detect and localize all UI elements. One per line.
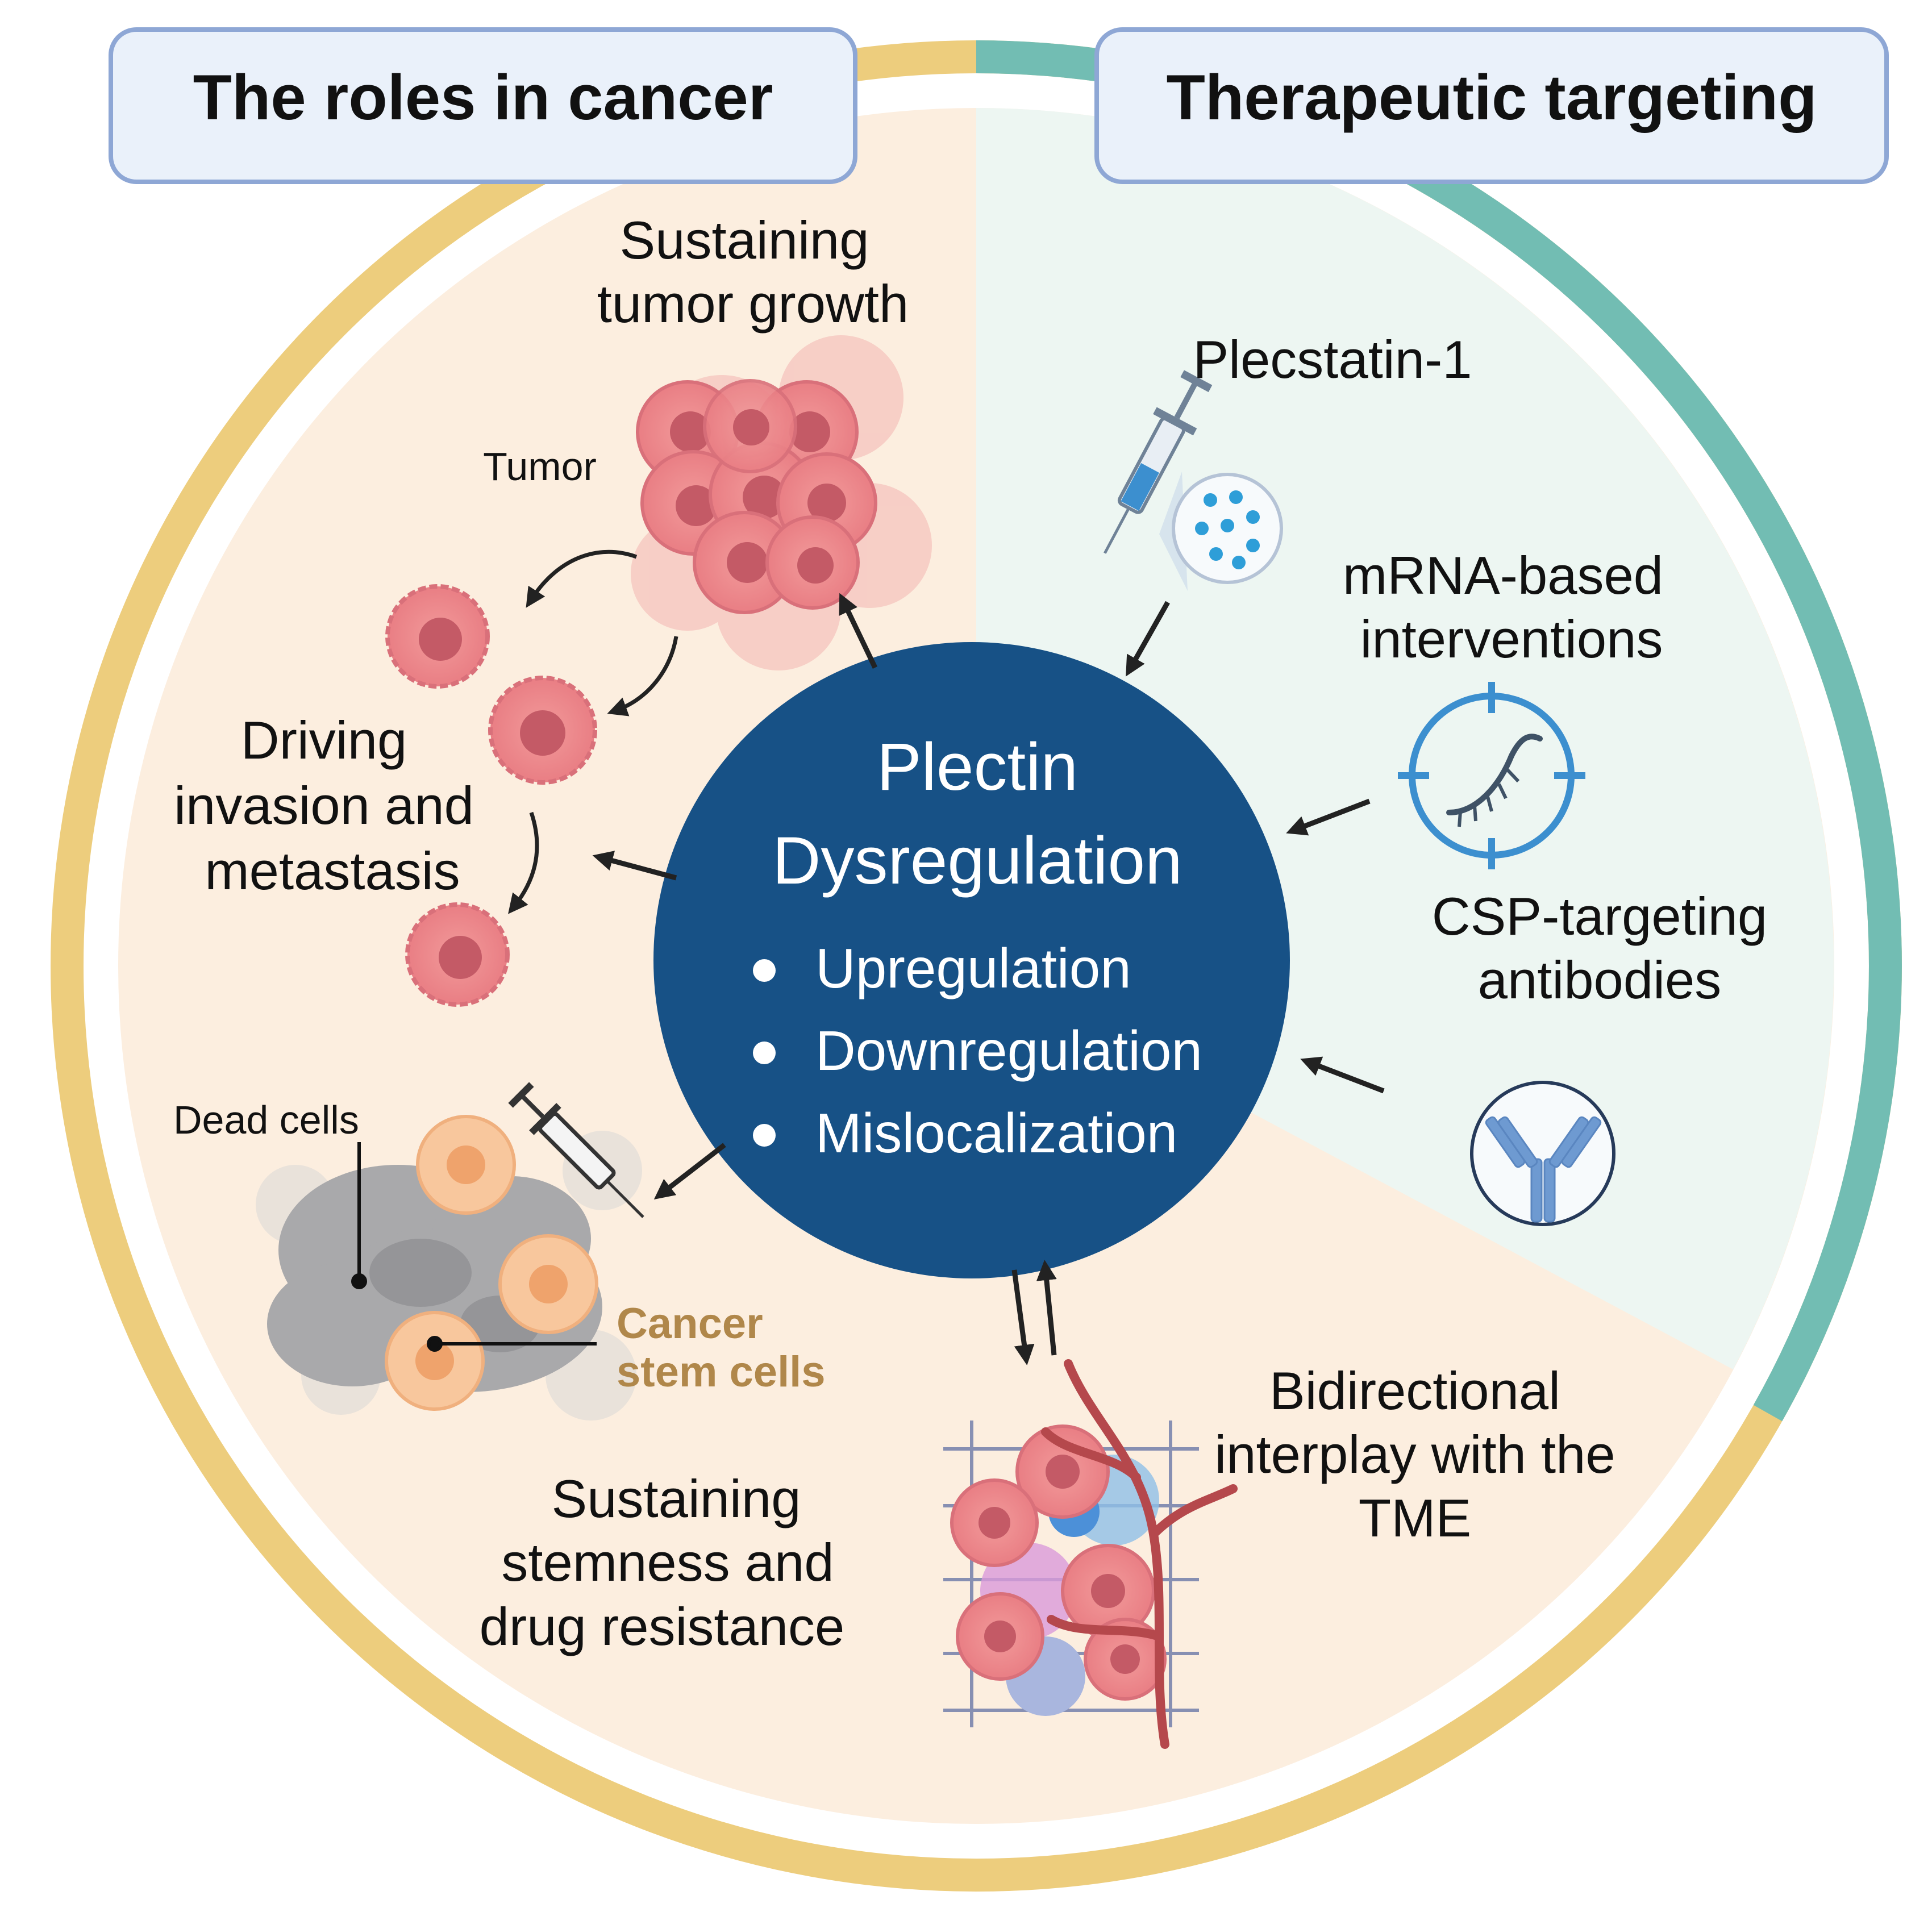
arrow-to-invasion bbox=[592, 851, 677, 881]
bullet-dot-3 bbox=[753, 1124, 776, 1147]
arrow-to-stemness bbox=[653, 1143, 726, 1200]
blood-vessel bbox=[1041, 1359, 1238, 1749]
invading-cell-2 bbox=[488, 676, 597, 785]
connector-arrows bbox=[592, 593, 1385, 1365]
invading-cell-3 bbox=[405, 902, 510, 1007]
tme-line2: interplay with the bbox=[1214, 1424, 1615, 1484]
plecstatin-label: Plecstatin-1 bbox=[1193, 330, 1472, 389]
syringe-icon bbox=[1104, 370, 1213, 554]
csc-label-line2: stem cells bbox=[617, 1348, 826, 1396]
arrow-from-mrna bbox=[1286, 798, 1371, 836]
header-right-label: Therapeutic targeting bbox=[1166, 62, 1817, 133]
bullet-dot-2 bbox=[753, 1042, 776, 1064]
center-circle bbox=[653, 642, 1290, 1278]
rna-target-icon bbox=[1398, 682, 1585, 869]
center-title-line1: Plectin bbox=[877, 730, 1078, 805]
stemness-line1: Sustaining bbox=[552, 1469, 801, 1528]
center-node: Plectin Dysregulation Upregulation Downr… bbox=[653, 642, 1290, 1278]
tumor-label: Tumor bbox=[483, 444, 597, 489]
invading-cell-1 bbox=[385, 584, 490, 689]
stemness-line3: drug resistance bbox=[480, 1597, 845, 1656]
arrow-to-growth bbox=[839, 593, 878, 669]
role-labels: Sustaining tumor growth Tumor Driving in… bbox=[173, 210, 1615, 1656]
header-left-box bbox=[109, 27, 857, 184]
tme-illustration bbox=[943, 1359, 1238, 1749]
center-bullet-1: Upregulation bbox=[815, 937, 1131, 999]
mrna-line2: interventions bbox=[1360, 609, 1663, 669]
arrow-to-tme bbox=[1011, 1269, 1035, 1365]
antibody-icon bbox=[1470, 1081, 1615, 1226]
csc-label-line1: Cancer bbox=[617, 1299, 763, 1348]
invasion-arrows bbox=[508, 549, 678, 914]
tme-line3: TME bbox=[1359, 1488, 1471, 1548]
dead-cells-label: Dead cells bbox=[173, 1098, 359, 1142]
csc-pointer bbox=[427, 1336, 597, 1352]
stem-cell-group bbox=[385, 1115, 598, 1411]
tme-line1: Bidirectional bbox=[1269, 1361, 1560, 1421]
csp-line1: CSP-targeting bbox=[1432, 886, 1767, 946]
dead-cells-illustration bbox=[256, 1082, 644, 1421]
header-left: The roles in cancer bbox=[109, 27, 857, 184]
arrow-from-tme bbox=[1036, 1260, 1057, 1356]
header-left-label: The roles in cancer bbox=[193, 62, 773, 133]
dead-cells-pointer bbox=[351, 1142, 367, 1289]
syringe-small-icon bbox=[508, 1082, 644, 1218]
drug-particles-icon bbox=[1159, 472, 1283, 591]
csp-line2: antibodies bbox=[1478, 950, 1722, 1010]
growth-line2: tumor growth bbox=[597, 274, 909, 334]
growth-line1: Sustaining bbox=[620, 210, 869, 270]
tumor-cluster-illustration bbox=[631, 335, 932, 670]
center-title-line2: Dysregulation bbox=[772, 823, 1182, 898]
header-right-box bbox=[1094, 27, 1889, 184]
center-bullet-2: Downregulation bbox=[815, 1019, 1202, 1082]
arrow-from-plecstatin bbox=[1126, 601, 1170, 677]
therapy-labels: Plecstatin-1 mRNA-based interventions CS… bbox=[1193, 330, 1767, 1010]
center-bullet-3: Mislocalization bbox=[815, 1102, 1177, 1164]
invasion-line2: invasion and bbox=[174, 776, 474, 835]
bullet-dot-1 bbox=[753, 959, 776, 982]
arrow-from-antibody bbox=[1300, 1056, 1385, 1094]
stemness-line2: stemness and bbox=[501, 1532, 834, 1592]
mrna-line1: mRNA-based bbox=[1343, 545, 1663, 605]
invasion-line3: metastasis bbox=[205, 841, 460, 901]
invasion-line1: Driving bbox=[241, 710, 407, 770]
header-right: Therapeutic targeting bbox=[1094, 27, 1889, 184]
